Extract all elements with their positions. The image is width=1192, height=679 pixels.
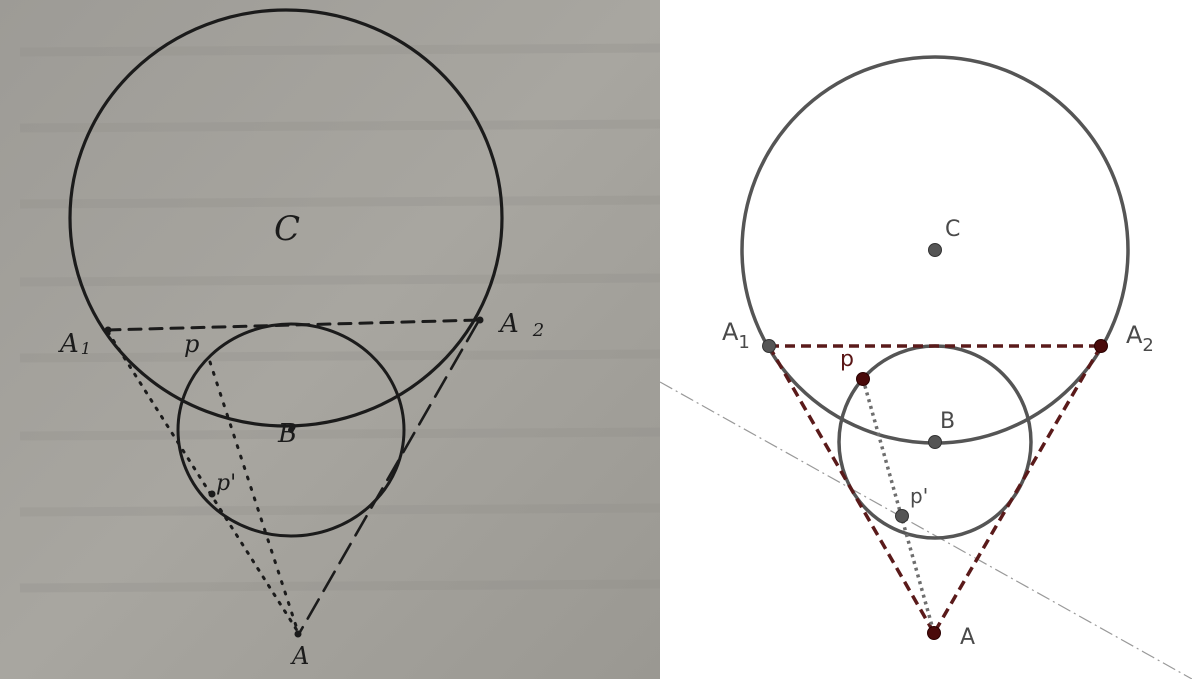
sketch-point-b — [288, 427, 294, 433]
sketch-circle-b — [176, 322, 406, 538]
sketch-circle-c — [68, 8, 504, 428]
geometry-figure-panel: C A1 A2 p B p' A — [660, 0, 1192, 679]
point-a2[interactable] — [1094, 339, 1108, 353]
sketch-chord-a1-a2 — [106, 318, 482, 332]
label-c: C — [945, 217, 960, 242]
point-a1[interactable] — [762, 339, 776, 353]
sketch-label-p-prime: p' — [216, 471, 236, 496]
sketch-line-p — [208, 360, 300, 634]
label-a: A — [960, 625, 975, 650]
label-p-prime: p' — [910, 484, 928, 508]
line-p-a — [861, 378, 936, 634]
point-c[interactable] — [928, 243, 942, 257]
label-p: p — [840, 347, 854, 372]
sketch-point-a1 — [104, 326, 112, 334]
label-b: B — [940, 409, 955, 434]
point-b[interactable] — [928, 435, 942, 449]
tangent-a2-a — [932, 345, 1103, 634]
sketch-tangent-a2 — [298, 320, 480, 634]
label-a2: A2 — [1126, 321, 1154, 356]
sketch-label-c: C — [274, 209, 300, 249]
sketch-point-a2 — [476, 316, 484, 324]
geometry-figure-canvas: C A1 A2 p B p' A — [660, 55, 1192, 679]
sketch-label-a: A — [290, 642, 309, 670]
tangent-a1-a — [767, 345, 936, 634]
sketch-label-b: B — [277, 419, 297, 449]
label-a1: A1 — [722, 318, 750, 353]
paper-texture-lines — [19, 43, 660, 593]
sketch-point-p-prime — [208, 490, 216, 498]
guide-line — [660, 381, 1192, 679]
sketch-point-a — [294, 630, 302, 638]
point-p-prime[interactable] — [895, 509, 909, 523]
point-p[interactable] — [856, 372, 870, 386]
sketch-label-p: p — [184, 330, 199, 358]
point-a[interactable] — [927, 626, 941, 640]
sketch-tangent-a1 — [106, 330, 300, 634]
